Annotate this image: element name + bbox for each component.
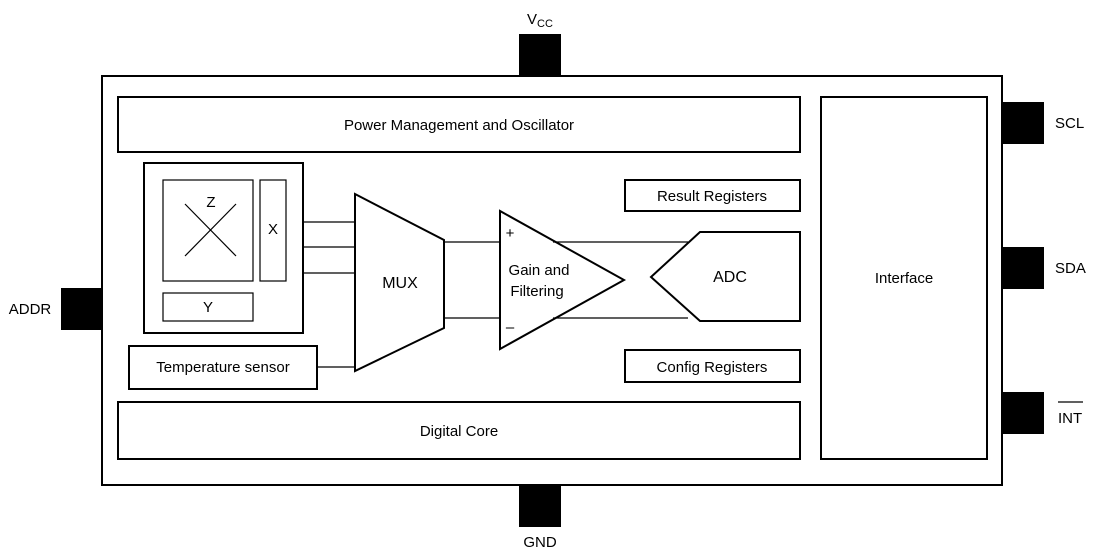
result-registers-block [624,179,801,212]
temperature-sensor-label: Temperature sensor [156,359,289,376]
power-management-label: Power Management and Oscillator [344,117,574,134]
gain-filtering-amplifier [499,209,627,351]
digital-core-block [117,401,801,460]
sensor-y-label: Y [203,299,213,316]
pin-gnd-label: GND [523,534,557,551]
sensor-cross-b [184,203,237,257]
sensor-y-box [162,292,254,322]
amp-plus-label: + [506,225,515,242]
adc-label: ADC [713,269,747,286]
pin-scl [1002,102,1044,144]
config-registers-block [624,349,801,383]
pin-sda-label: SDA [1055,260,1086,277]
pin-int-label: INT [1058,410,1082,427]
sensor-z-label: Z [206,194,215,211]
pin-vcc [519,34,561,76]
mux-label: MUX [382,275,418,292]
pin-int [1002,392,1044,434]
sensor-x-box [259,179,287,282]
pin-addr-label: ADDR [9,301,52,318]
sensor-block [143,162,304,334]
pin-vcc-label: VCC [527,11,553,30]
adc-block [649,231,801,322]
pin-addr [61,288,102,330]
digital-core-label: Digital Core [420,423,498,440]
pin-gnd [519,485,561,527]
pin-sda [1002,247,1044,289]
pin-scl-label: SCL [1055,115,1084,132]
amp-label-line2: Filtering [510,283,563,300]
power-management-block [117,96,801,153]
interface-block [820,96,988,460]
mux-block [354,192,445,373]
config-registers-label: Config Registers [657,359,768,376]
sensor-x-label: X [268,221,278,238]
interface-label: Interface [875,270,933,287]
sensor-z-box [162,179,254,282]
result-registers-label: Result Registers [657,188,767,205]
amp-label-line1: Gain and [509,262,570,279]
amp-minus-label: – [506,319,515,336]
